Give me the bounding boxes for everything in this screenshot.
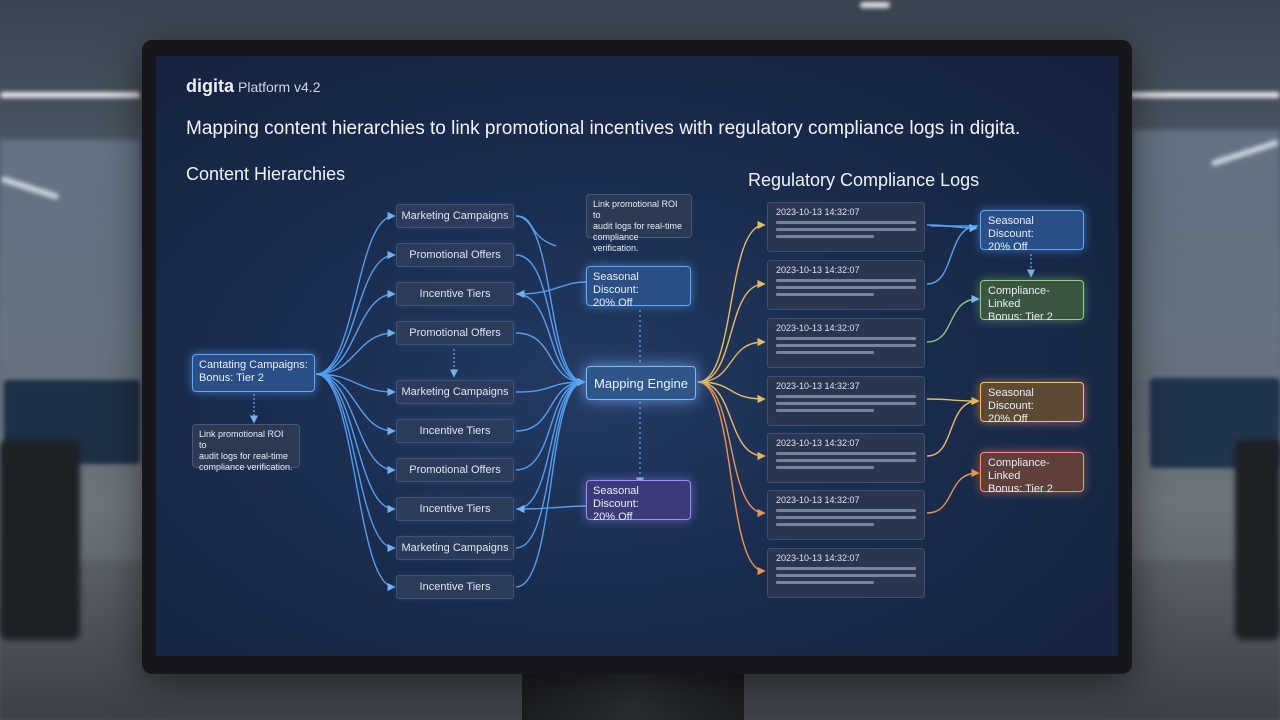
- monitor-stand: [522, 672, 744, 720]
- right-discount-tag[interactable]: Seasonal Discount: 20% Off: [980, 210, 1084, 253]
- log-text-line: [776, 337, 916, 340]
- compliance-log-entry[interactable]: 2023-10-13 14:32:07: [767, 202, 925, 252]
- log-text-line: [776, 279, 916, 282]
- section-title-content-hierarchies: Content Hierarchies: [186, 164, 346, 184]
- hierarchy-node[interactable]: Incentive Tiers: [396, 497, 514, 521]
- log-timestamp: 2023-10-13 14:32:07: [776, 323, 860, 333]
- mapping-engine-node[interactable]: Mapping Engine: [586, 366, 696, 400]
- compliance-log-entry[interactable]: 2023-10-13 14:32:07: [767, 433, 925, 483]
- compliance-log-entry[interactable]: 2023-10-13 14:32:07: [767, 318, 925, 368]
- center-discount-tag-top[interactable]: Seasonal Discount: 20% Off: [586, 266, 691, 309]
- office-window: [0, 140, 140, 380]
- log-text-line: [776, 452, 916, 455]
- hierarchy-node[interactable]: Incentive Tiers: [396, 282, 514, 306]
- log-text-line: [776, 228, 916, 231]
- log-timestamp: 2023-10-13 14:32:07: [776, 207, 860, 217]
- log-text-line: [776, 235, 874, 238]
- log-text-line: [776, 459, 916, 462]
- log-text-line: [776, 466, 874, 469]
- connector-lines: [249, 211, 1036, 592]
- office-chair: [0, 440, 80, 640]
- page-headline: Mapping content hierarchies to link prom…: [186, 118, 1021, 139]
- hierarchy-node[interactable]: Promotional Offers: [396, 321, 514, 345]
- compliance-log-entry[interactable]: 2023-10-13 14:32:07: [767, 490, 925, 540]
- log-text-line: [776, 286, 916, 289]
- ceiling-light: [860, 2, 890, 8]
- section-title-compliance-logs: Regulatory Compliance Logs: [748, 170, 980, 190]
- source-campaign-tag[interactable]: Cantating Campaigns: Bonus: Tier 2: [192, 354, 315, 392]
- log-text-line: [776, 402, 916, 405]
- log-text-line: [776, 574, 916, 577]
- log-text-line: [776, 516, 916, 519]
- brand-name: digita: [186, 76, 234, 96]
- log-text-line: [776, 351, 874, 354]
- hierarchy-node[interactable]: Incentive Tiers: [396, 575, 514, 599]
- log-timestamp: 2023-10-13 14:32:37: [776, 381, 860, 391]
- compliance-log-entry[interactable]: 2023-10-13 14:32:07: [767, 548, 925, 598]
- hierarchy-node[interactable]: Marketing Campaigns: [396, 204, 514, 228]
- log-text-line: [776, 509, 916, 512]
- compliance-log-entry[interactable]: 2023-10-13 14:32:07: [767, 260, 925, 310]
- right-compliance-bonus-tag[interactable]: Compliance-Linked Bonus: Tier 2: [980, 280, 1084, 323]
- hierarchy-node[interactable]: Marketing Campaigns: [396, 380, 514, 404]
- log-text-line: [776, 409, 874, 412]
- right-discount-tag[interactable]: Seasonal Discount: 20% Off: [980, 382, 1084, 425]
- hierarchy-node[interactable]: Promotional Offers: [396, 458, 514, 482]
- hierarchy-node[interactable]: Incentive Tiers: [396, 419, 514, 443]
- center-roi-note: Link promotional ROI to audit logs for r…: [586, 194, 692, 253]
- log-timestamp: 2023-10-13 14:32:07: [776, 265, 860, 275]
- hierarchy-node[interactable]: Marketing Campaigns: [396, 536, 514, 560]
- compliance-log-entry[interactable]: 2023-10-13 14:32:37: [767, 376, 925, 426]
- log-text-line: [776, 221, 916, 224]
- log-text-line: [776, 581, 874, 584]
- right-compliance-bonus-tag[interactable]: Compliance-Linked Bonus: Tier 2: [980, 452, 1084, 495]
- office-chair: [1235, 440, 1280, 640]
- hierarchy-node[interactable]: Promotional Offers: [396, 243, 514, 267]
- ceiling-light: [0, 92, 140, 98]
- center-discount-tag-bottom[interactable]: Seasonal Discount: 20% Off: [586, 480, 691, 523]
- log-text-line: [776, 395, 916, 398]
- log-timestamp: 2023-10-13 14:32:07: [776, 495, 860, 505]
- ceiling-light: [1130, 92, 1280, 98]
- platform-version: Platform v4.2: [238, 79, 321, 95]
- office-window: [1132, 130, 1280, 380]
- log-timestamp: 2023-10-13 14:32:07: [776, 553, 860, 563]
- log-timestamp: 2023-10-13 14:32:07: [776, 438, 860, 448]
- log-text-line: [776, 293, 874, 296]
- log-text-line: [776, 523, 874, 526]
- log-text-line: [776, 344, 916, 347]
- source-roi-note: Link promotional ROI to audit logs for r…: [192, 424, 300, 472]
- log-text-line: [776, 567, 916, 570]
